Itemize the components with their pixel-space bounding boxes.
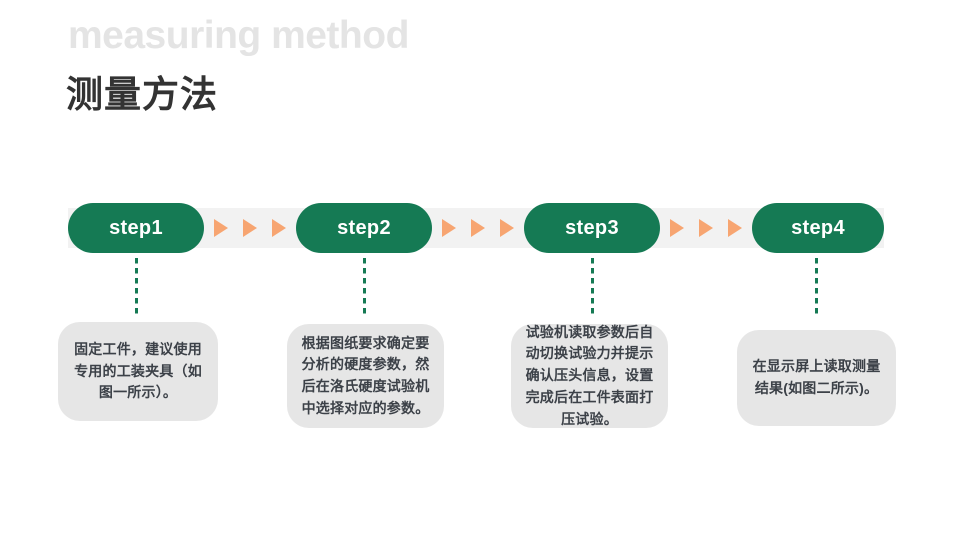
step-description-card-3: 试验机读取参数后自动切换试验力并提示确认压头信息，设置完成后在工件表面打压试验。 [511,324,668,428]
triangle-right-icon [272,219,286,237]
connector-dotted-3 [591,258,594,316]
step-description-text: 试验机读取参数后自动切换试验力并提示确认压头信息，设置完成后在工件表面打压试验。 [525,323,654,427]
step-description-text: 固定工件，建议使用专用的工装夹具（如图一所示）。 [74,340,202,401]
page-title-english: measuring method [68,14,409,57]
triangle-right-icon [699,219,713,237]
page-title-chinese: 测量方法 [66,74,218,115]
connector-dotted-1 [135,258,138,316]
triangle-right-icon [243,219,257,237]
step-flow: step1 step2 step3 step4 [68,203,884,253]
step-description-text: 根据图纸要求确定要分析的硬度参数，然后在洛氏硬度试验机中选择对应的参数。 [301,334,430,416]
step-badge-2[interactable]: step2 [296,203,432,253]
step-badge-3[interactable]: step3 [524,203,660,253]
connector-dotted-4 [815,258,818,316]
step-description-card-2: 根据图纸要求确定要分析的硬度参数，然后在洛氏硬度试验机中选择对应的参数。 [287,324,444,428]
step-arrows-3 [660,203,752,253]
step-arrows-2 [432,203,524,253]
step-description-text: 在显示屏上读取测量结果(如图二所示)。 [752,358,881,396]
triangle-right-icon [442,219,456,237]
step-badge-label: step2 [337,217,391,239]
step-arrows-1 [204,203,296,253]
step-description-card-4: 在显示屏上读取测量结果(如图二所示)。 [737,330,896,426]
step-badge-label: step1 [109,217,163,239]
step-badge-label: step3 [565,217,619,239]
step-description-card-1: 固定工件，建议使用专用的工装夹具（如图一所示）。 [58,322,218,421]
step-badge-4[interactable]: step4 [752,203,884,253]
triangle-right-icon [728,219,742,237]
triangle-right-icon [670,219,684,237]
triangle-right-icon [214,219,228,237]
step-badge-1[interactable]: step1 [68,203,204,253]
step-badge-label: step4 [791,217,845,239]
triangle-right-icon [471,219,485,237]
triangle-right-icon [500,219,514,237]
connector-dotted-2 [363,258,366,316]
